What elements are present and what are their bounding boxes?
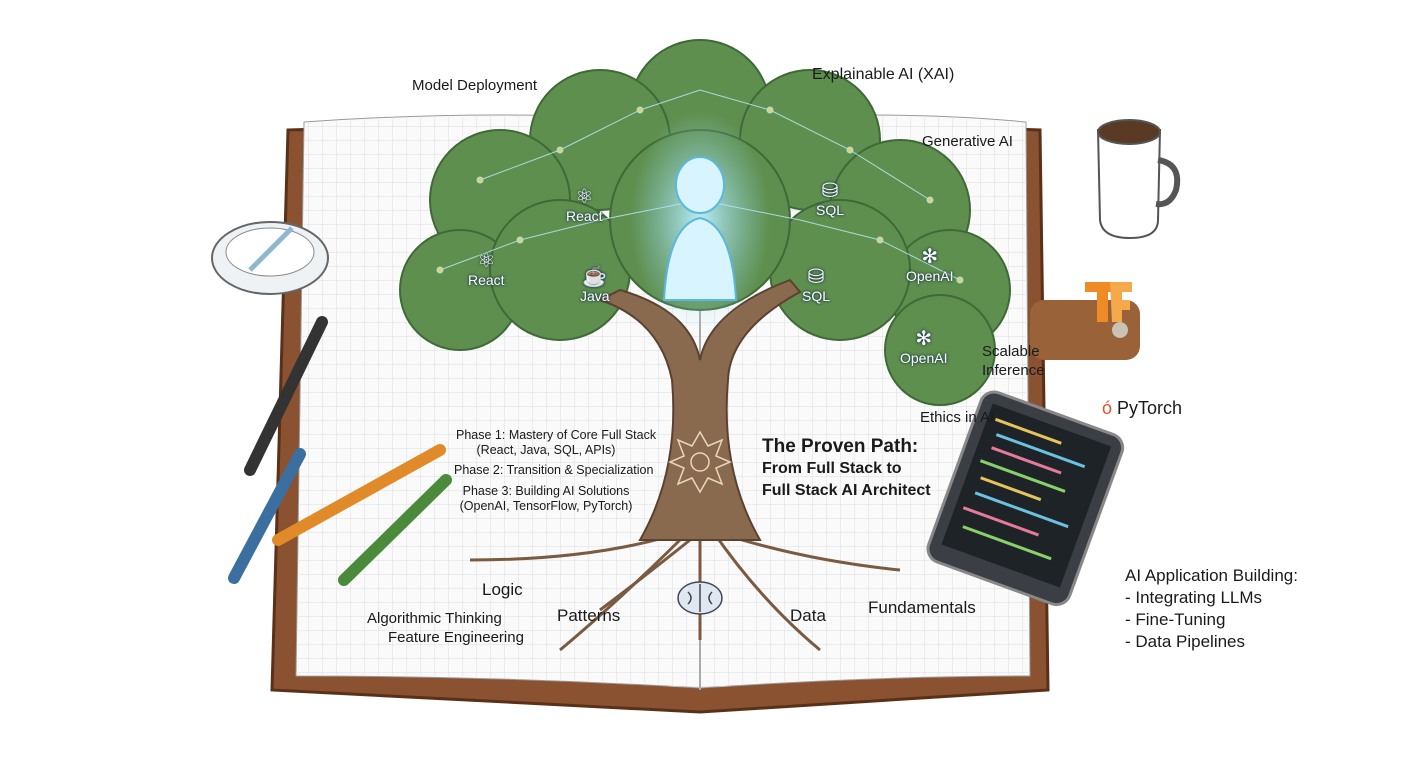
- tree-trunk: [597, 278, 802, 541]
- label-model-deployment: Model Deployment: [412, 77, 538, 94]
- app-building-heading: AI Application Building:: [1125, 566, 1298, 585]
- phase-3: Phase 3: Building AI Solutions (OpenAI, …: [458, 484, 634, 514]
- label-explainable-ai: Explainable AI (XAI): [812, 66, 955, 83]
- root-patterns: Patterns: [557, 606, 621, 625]
- phase-1-title: Phase 1: Mastery of Core Full Stack: [456, 428, 657, 442]
- pencil-dish: [211, 221, 329, 295]
- phase-2: Phase 2: Transition & Specialization: [454, 463, 653, 478]
- root-feature-engineering: Feature Engineering: [388, 629, 524, 646]
- label-generative-ai: Generative AI: [922, 133, 1013, 150]
- pytorch-label: PyTorch: [1117, 398, 1183, 418]
- leaf-sql-lower: ⛁SQL: [802, 266, 830, 304]
- app-building-item: - Fine-Tuning: [1125, 610, 1226, 629]
- java-icon: ☕: [582, 266, 608, 288]
- leaf-label: Java: [580, 288, 610, 304]
- trunk-emblem: [668, 430, 732, 494]
- page-title: The Proven Path: From Full Stack to Full…: [762, 436, 931, 502]
- database-icon: ⛁: [807, 266, 825, 288]
- label-inference: Inference: [982, 362, 1045, 379]
- app-building-item: - Data Pipelines: [1125, 632, 1246, 651]
- openai-icon: ✻: [921, 246, 939, 268]
- openai-icon: ✻: [915, 328, 933, 350]
- leaf-sql-upper: ⛁SQL: [816, 180, 844, 218]
- phase-3-title: Phase 3: Building AI Solutions: [462, 484, 630, 498]
- coffee-mug: [1096, 119, 1181, 240]
- pytorch-flame-icon: ó: [1102, 398, 1113, 418]
- label-ethics-ai: Ethics in AI: [920, 409, 995, 426]
- leaf-java: ☕Java: [580, 266, 610, 304]
- label-scalable-inference: Scalable Inference: [982, 342, 1045, 380]
- app-building-item: - Integrating LLMs: [1125, 588, 1263, 607]
- leaf-label: OpenAI: [900, 350, 948, 366]
- leaf-react-upper: ⚛React: [566, 186, 603, 224]
- leaf-openai-upper: ✻OpenAI: [906, 246, 953, 284]
- phase-3-detail: (OpenAI, TensorFlow, PyTorch): [459, 499, 633, 513]
- leaf-label: React: [566, 208, 603, 224]
- ai-robot-figure: [662, 156, 738, 301]
- root-data: Data: [790, 606, 826, 625]
- root-fundamentals: Fundamentals: [868, 598, 976, 617]
- phase-2-title: Phase 2: Transition & Specialization: [454, 463, 654, 477]
- react-icon: ⚛: [575, 186, 594, 208]
- root-algorithmic-thinking: Algorithmic Thinking: [367, 610, 502, 627]
- brain-icon: [677, 581, 723, 615]
- tablet-device: [926, 390, 1125, 607]
- database-icon: ⛁: [821, 180, 839, 202]
- leaf-label: SQL: [802, 288, 831, 304]
- phase-1: Phase 1: Mastery of Core Full Stack (Rea…: [456, 428, 656, 458]
- leaf-react-lower: ⚛React: [468, 250, 505, 288]
- leaf-label: React: [468, 272, 505, 288]
- pencils: [228, 316, 452, 586]
- root-logic: Logic: [482, 580, 523, 599]
- title-line-3: Full Stack AI Architect: [762, 482, 931, 499]
- label-scalable: Scalable: [982, 343, 1040, 360]
- pytorch-logo: ó PyTorch: [1102, 398, 1182, 419]
- ai-application-building: AI Application Building: - Integrating L…: [1125, 565, 1298, 653]
- react-icon: ⚛: [477, 250, 496, 272]
- leaf-label: OpenAI: [906, 268, 954, 284]
- leaf-openai-lower: ✻OpenAI: [900, 328, 947, 366]
- tensorflow-logo: [1085, 282, 1132, 322]
- title-line-2: From Full Stack to: [762, 460, 902, 477]
- title-main: The Proven Path:: [762, 436, 919, 457]
- leaf-label: SQL: [816, 202, 845, 218]
- phase-1-detail: (React, Java, SQL, APIs): [476, 443, 616, 457]
